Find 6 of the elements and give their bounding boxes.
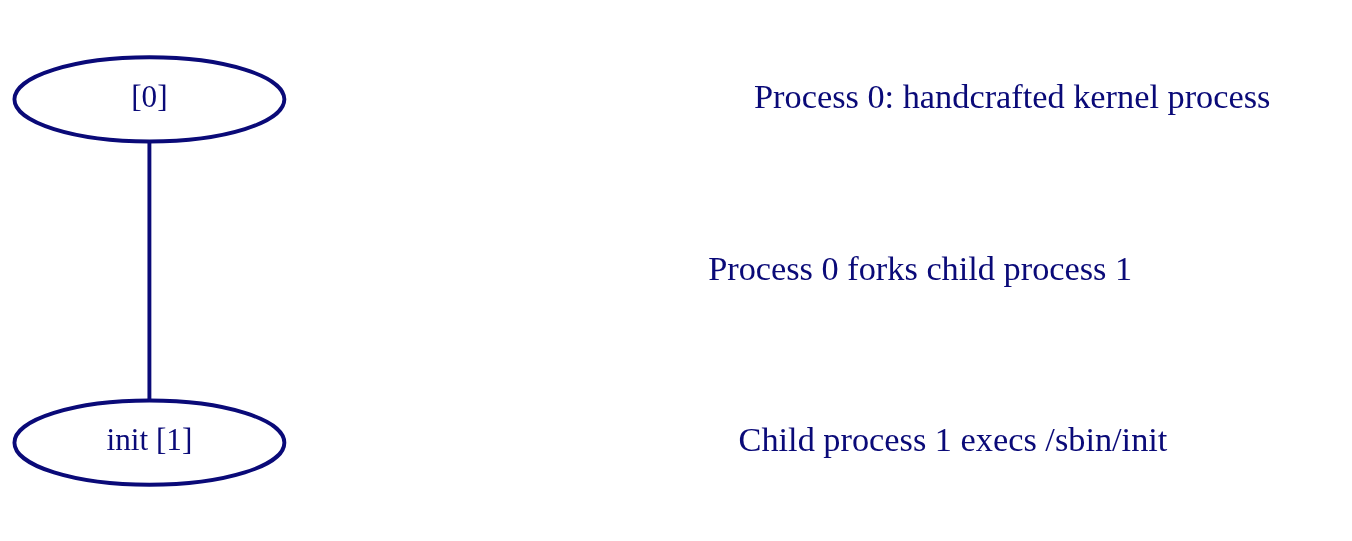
label: Process 0 forks child process 1 [708, 248, 1133, 287]
node-ellipse: [0] [12, 54, 287, 143]
connector [147, 141, 152, 400]
label: Child process 1 execs /sbin/init [738, 419, 1168, 458]
node-ellipse: init [1] [12, 398, 287, 487]
label: Process 0: handcrafted kernel process [754, 76, 1271, 115]
